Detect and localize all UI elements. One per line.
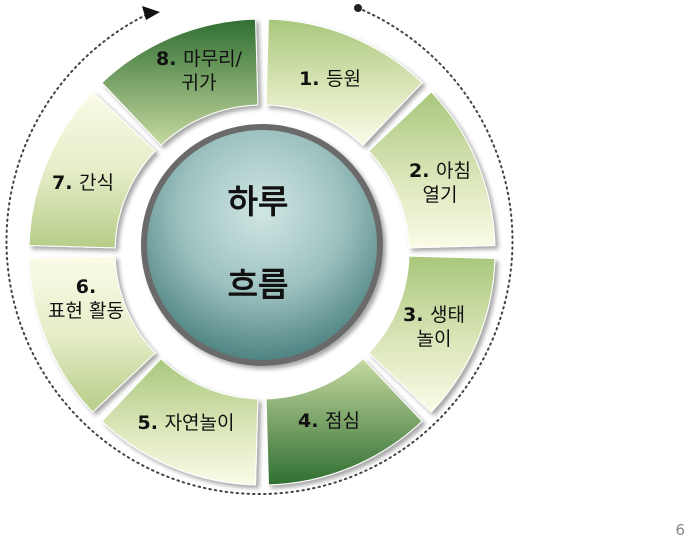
segment-3-label-line-1: 3. 생태 — [403, 304, 465, 326]
segment-8-label-line-1: 8. 마무리/ — [156, 48, 243, 70]
segment-4-text: 점심 — [325, 410, 360, 432]
segment-5-text: 자연놀이 — [165, 412, 235, 434]
segment-3-number: 3. — [403, 304, 430, 326]
segment-2-label-line-1: 2. 아침 — [409, 160, 471, 182]
segment-5-label-line-1: 5. 자연놀이 — [138, 412, 235, 434]
center-title-line1: 하루 — [228, 182, 289, 221]
center-hub — [141, 124, 383, 366]
segment-8-text: 귀가 — [182, 72, 217, 94]
segment-1-label-line-1: 1. 등원 — [299, 68, 361, 90]
ring-segment-4 — [265, 358, 423, 486]
center-title-line2: 흐름 — [228, 265, 289, 304]
ring-segment-7 — [28, 91, 156, 249]
segment-7-label-line-1: 7. 간식 — [52, 172, 114, 194]
ring-segment-3 — [368, 255, 496, 413]
ring-segment-2 — [368, 91, 496, 249]
ring-segment-1 — [265, 18, 423, 146]
ring-segment-6 — [28, 255, 156, 413]
segment-3-text: 놀이 — [417, 328, 452, 350]
cycle-arrow-head — [142, 6, 160, 20]
cycle-arrow-ring — [5, 7, 514, 495]
segment-8-text: 마무리/ — [183, 48, 242, 70]
segment-2-text: 아침 — [436, 160, 471, 182]
segment-2-text: 열기 — [423, 184, 458, 206]
segment-6-label-line-1: 6. — [76, 276, 96, 298]
segment-3-label-line-2: 놀이 — [417, 328, 452, 350]
segment-2-number: 2. — [409, 160, 436, 182]
segment-8-number: 8. — [156, 48, 183, 70]
ring-segment-8 — [101, 18, 259, 146]
segment-6-label-line-2: 표현 활동 — [48, 300, 124, 322]
segment-4-number: 4. — [298, 410, 325, 432]
segment-7-number: 7. — [52, 172, 79, 194]
segment-1-number: 1. — [299, 68, 326, 90]
segment-4-label-line-1: 4. 점심 — [298, 410, 360, 432]
page-number: 6 — [675, 521, 685, 539]
ring-segment-5 — [101, 358, 259, 486]
segment-5-number: 5. — [138, 412, 165, 434]
segment-6-number: 6. — [76, 276, 96, 298]
segment-8-label-line-2: 귀가 — [182, 72, 217, 94]
segment-6-text: 표현 활동 — [48, 300, 124, 322]
segment-3-text: 생태 — [430, 304, 465, 326]
segment-1-text: 등원 — [326, 68, 361, 90]
cycle-start-dot — [354, 4, 362, 12]
segment-2-label-line-2: 열기 — [423, 184, 458, 206]
segment-7-text: 간식 — [79, 172, 114, 194]
